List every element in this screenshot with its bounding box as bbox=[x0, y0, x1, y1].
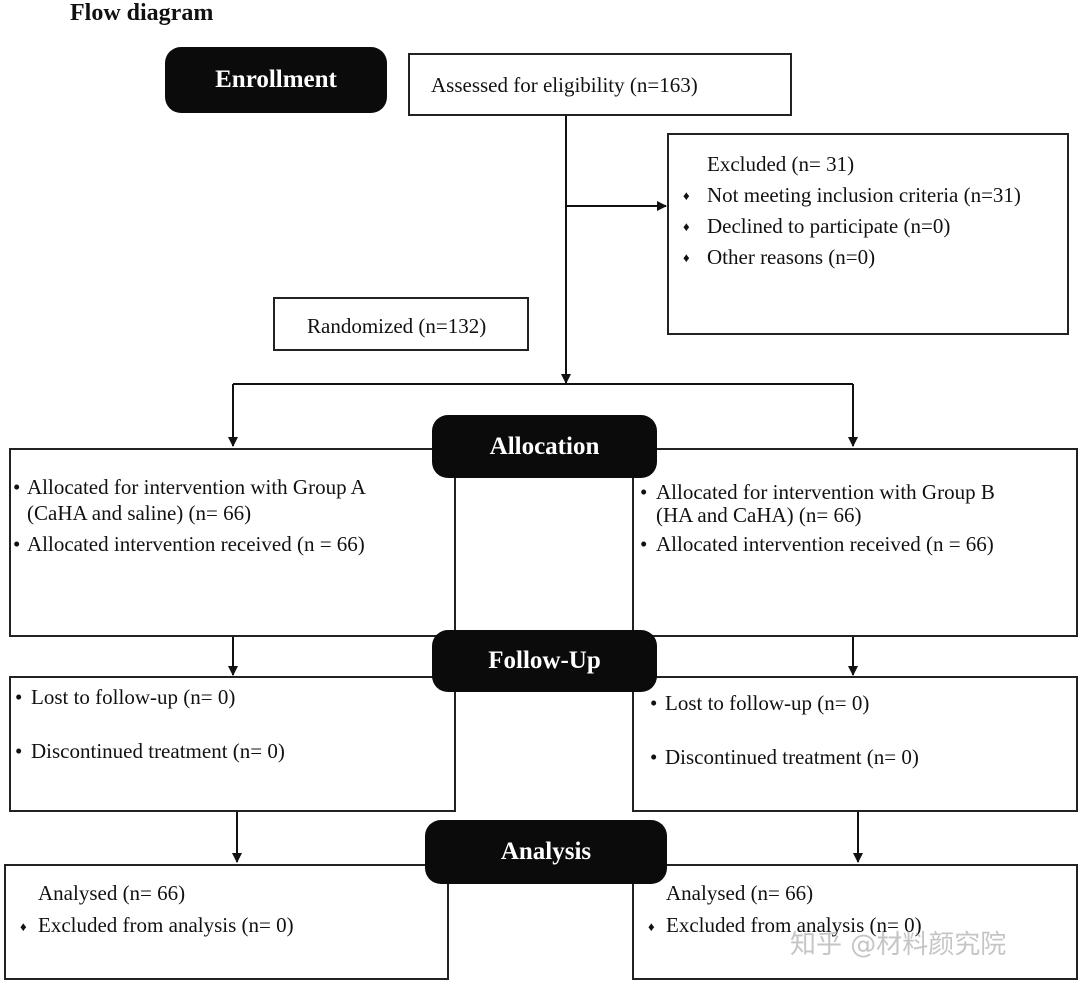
allocation-b-line: (HA and CaHA) (n= 66) bbox=[656, 503, 862, 527]
analysis-box-b: Analysed (n= 66) ♦ Excluded from analysi… bbox=[632, 864, 1078, 980]
dot-bullet: • bbox=[13, 532, 21, 556]
followup-box-a: • Lost to follow-up (n= 0) • Discontinue… bbox=[9, 676, 456, 812]
dot-bullet: • bbox=[640, 532, 648, 556]
diamond-bullet: ♦ bbox=[683, 219, 690, 234]
followup-b-discontinued: Discontinued treatment (n= 0) bbox=[665, 745, 919, 769]
excluded-box: Excluded (n= 31) ♦ Not meeting inclusion… bbox=[667, 133, 1069, 335]
dot-bullet: • bbox=[15, 685, 23, 709]
randomized-text: Randomized (n=132) bbox=[307, 314, 487, 338]
diamond-bullet: ♦ bbox=[20, 919, 27, 934]
enrollment-label: Enrollment bbox=[165, 47, 387, 113]
excluded-item: Other reasons (n=0) bbox=[707, 245, 876, 269]
allocation-label: Allocation bbox=[432, 415, 657, 478]
dot-bullet: • bbox=[640, 480, 648, 504]
followup-a-discontinued: Discontinued treatment (n= 0) bbox=[31, 739, 285, 763]
allocation-a-line: Allocated for intervention with Group A bbox=[27, 475, 366, 499]
dot-bullet: • bbox=[650, 691, 658, 715]
excluded-item: Declined to participate (n=0) bbox=[707, 214, 951, 238]
analysis-label: Analysis bbox=[425, 820, 667, 884]
dot-bullet: • bbox=[650, 745, 658, 769]
allocation-a-line: (CaHA and saline) (n= 66) bbox=[27, 501, 252, 525]
diamond-bullet: ♦ bbox=[648, 919, 655, 934]
assessed-box: Assessed for eligibility (n=163) bbox=[408, 53, 792, 116]
randomized-box: Randomized (n=132) bbox=[273, 297, 529, 351]
followup-a-lost: Lost to follow-up (n= 0) bbox=[31, 685, 236, 709]
analysis-a-excluded: Excluded from analysis (n= 0) bbox=[38, 913, 294, 937]
excluded-item: Not meeting inclusion criteria (n=31) bbox=[707, 183, 1021, 207]
analysis-box-a: Analysed (n= 66) ♦ Excluded from analysi… bbox=[4, 864, 449, 980]
diagram-title: Flow diagram bbox=[70, 0, 214, 26]
dot-bullet: • bbox=[15, 739, 23, 763]
diamond-bullet: ♦ bbox=[683, 250, 690, 265]
assessed-text: Assessed for eligibility (n=163) bbox=[431, 73, 698, 97]
allocation-a-line: Allocated intervention received (n = 66) bbox=[27, 532, 365, 556]
allocation-box-a: • Allocated for intervention with Group … bbox=[9, 448, 456, 637]
allocation-box-b: • Allocated for intervention with Group … bbox=[632, 448, 1078, 637]
followup-b-lost: Lost to follow-up (n= 0) bbox=[665, 691, 870, 715]
watermark: 知乎 @材料颜究院 bbox=[790, 930, 1007, 960]
analysis-b-analysed: Analysed (n= 66) bbox=[666, 881, 814, 905]
followup-label: Follow-Up bbox=[432, 630, 657, 692]
diamond-bullet: ♦ bbox=[683, 188, 690, 203]
followup-box-b: • Lost to follow-up (n= 0) • Discontinue… bbox=[632, 676, 1078, 812]
dot-bullet: • bbox=[13, 475, 21, 499]
analysis-a-analysed: Analysed (n= 66) bbox=[38, 881, 186, 905]
excluded-header: Excluded (n= 31) bbox=[707, 152, 855, 176]
allocation-b-line: Allocated intervention received (n = 66) bbox=[656, 532, 994, 556]
allocation-b-line: Allocated for intervention with Group B bbox=[656, 480, 995, 504]
analysis-b-excluded: Excluded from analysis (n= 0) bbox=[666, 913, 922, 937]
